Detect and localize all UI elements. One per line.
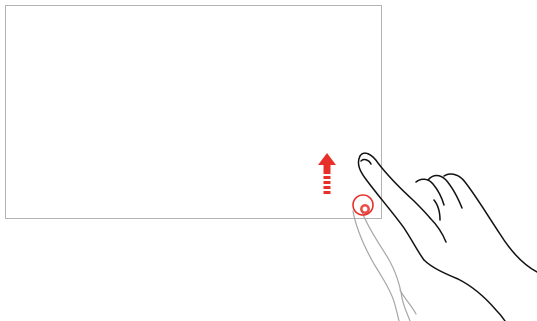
pointing-hand-icon [357, 152, 537, 321]
touch-point-icon [352, 194, 374, 216]
ghost-hand-icon [352, 210, 417, 321]
arrow-up-icon [318, 153, 336, 194]
device-screen [5, 5, 382, 219]
